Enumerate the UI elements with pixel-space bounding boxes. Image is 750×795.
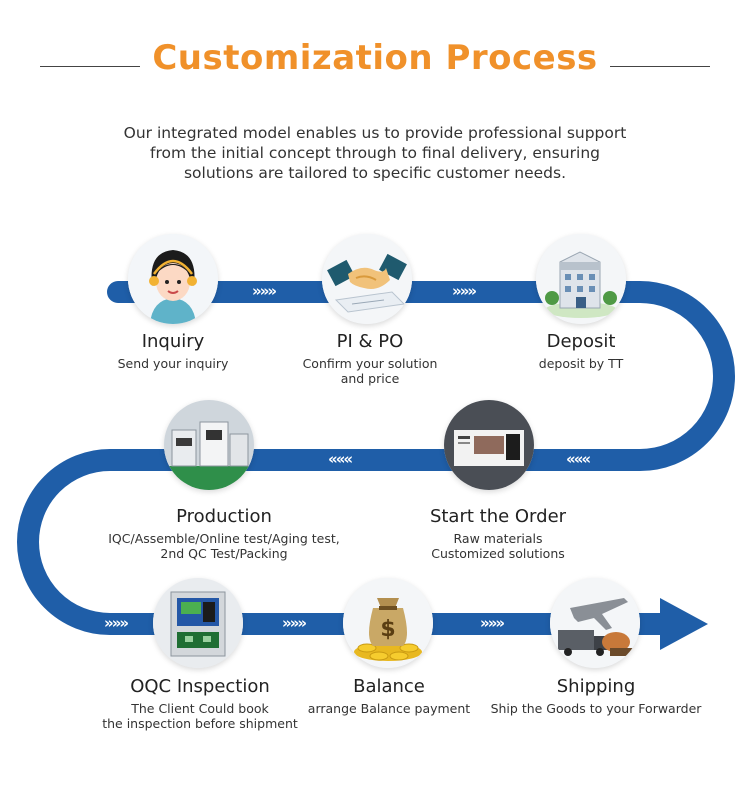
step-desc-line: IQC/Assemble/Online test/Aging test, <box>108 531 340 546</box>
step-label: Deposit <box>546 331 616 352</box>
step-desc-line: the inspection before shipment <box>102 716 298 731</box>
step-shipping: Shipping Ship the Goods to your Forwarde… <box>466 676 726 716</box>
step-deposit: Deposit deposit by TT <box>451 331 711 371</box>
step-label: Balance <box>353 676 425 697</box>
step-pi-po: PI & PO Confirm your solution and price <box>240 331 500 386</box>
step-desc: deposit by TT <box>538 356 624 371</box>
step-desc-line: Raw materials <box>453 531 543 546</box>
chevron-backward-1: ««« <box>566 450 591 468</box>
step-label: Inquiry <box>141 331 205 352</box>
step-desc: arrange Balance payment <box>307 701 471 716</box>
support-agent-icon <box>128 234 218 324</box>
page-title: Customization Process <box>0 38 750 78</box>
step-desc: Raw materials Customized solutions <box>368 531 628 561</box>
chevron-forward-2: »»» <box>452 282 477 300</box>
step-label: Production <box>176 506 272 527</box>
step-desc-line: 2nd QC Test/Packing <box>160 546 288 561</box>
chevron-forward-5: »»» <box>480 614 505 632</box>
intro-line-1: Our integrated model enables us to provi… <box>123 124 627 142</box>
step-label: OQC Inspection <box>130 676 270 697</box>
step-desc: Send your inquiry <box>117 356 229 371</box>
step-desc-line: and price <box>340 371 400 386</box>
handshake-icon <box>322 234 412 324</box>
step-desc-line: Customized solutions <box>431 546 565 561</box>
intro-line-2: from the initial concept through to fina… <box>150 144 600 162</box>
step-inquiry: Inquiry Send your inquiry <box>43 331 303 371</box>
title-rule-right <box>590 66 710 67</box>
step-desc: Confirm your solution and price <box>240 356 500 386</box>
intro-text: Our integrated model enables us to provi… <box>95 123 655 183</box>
chevron-backward-2: ««« <box>328 450 353 468</box>
money-bag-icon: $ <box>343 578 433 668</box>
path-band <box>17 281 735 635</box>
step-label: PI & PO <box>336 331 404 352</box>
title-rule-left <box>40 66 160 67</box>
inspection-machine-icon <box>153 578 243 668</box>
svg-text:$: $ <box>380 617 395 642</box>
chevron-forward-4: »»» <box>282 614 307 632</box>
factory-icon <box>164 400 254 490</box>
step-desc: The Client Could book the inspection bef… <box>70 701 330 731</box>
step-desc-line: Confirm your solution <box>302 356 438 371</box>
step-label: Start the Order <box>429 506 567 527</box>
step-oqc-inspection: OQC Inspection The Client Could book the… <box>70 676 330 731</box>
step-start-order: Start the Order Raw materials Customized… <box>368 506 628 561</box>
chevron-forward-3: »»» <box>104 614 129 632</box>
step-desc: Ship the Goods to your Forwarder <box>490 701 702 716</box>
path-arrowhead <box>660 598 708 650</box>
step-label: Shipping <box>556 676 636 697</box>
intro-line-3: solutions are tailored to specific custo… <box>183 164 566 182</box>
step-production: Production IQC/Assemble/Online test/Agin… <box>94 506 354 561</box>
step-balance: Balance arrange Balance payment <box>259 676 519 716</box>
step-desc-line: The Client Could book <box>131 701 269 716</box>
monitor-box-icon <box>444 400 534 490</box>
chevron-forward-1: »»» <box>252 282 277 300</box>
title-row: Customization Process <box>0 38 750 88</box>
step-desc: IQC/Assemble/Online test/Aging test, 2nd… <box>94 531 354 561</box>
airplane-truck-icon <box>550 578 640 668</box>
bank-building-icon <box>536 234 626 324</box>
